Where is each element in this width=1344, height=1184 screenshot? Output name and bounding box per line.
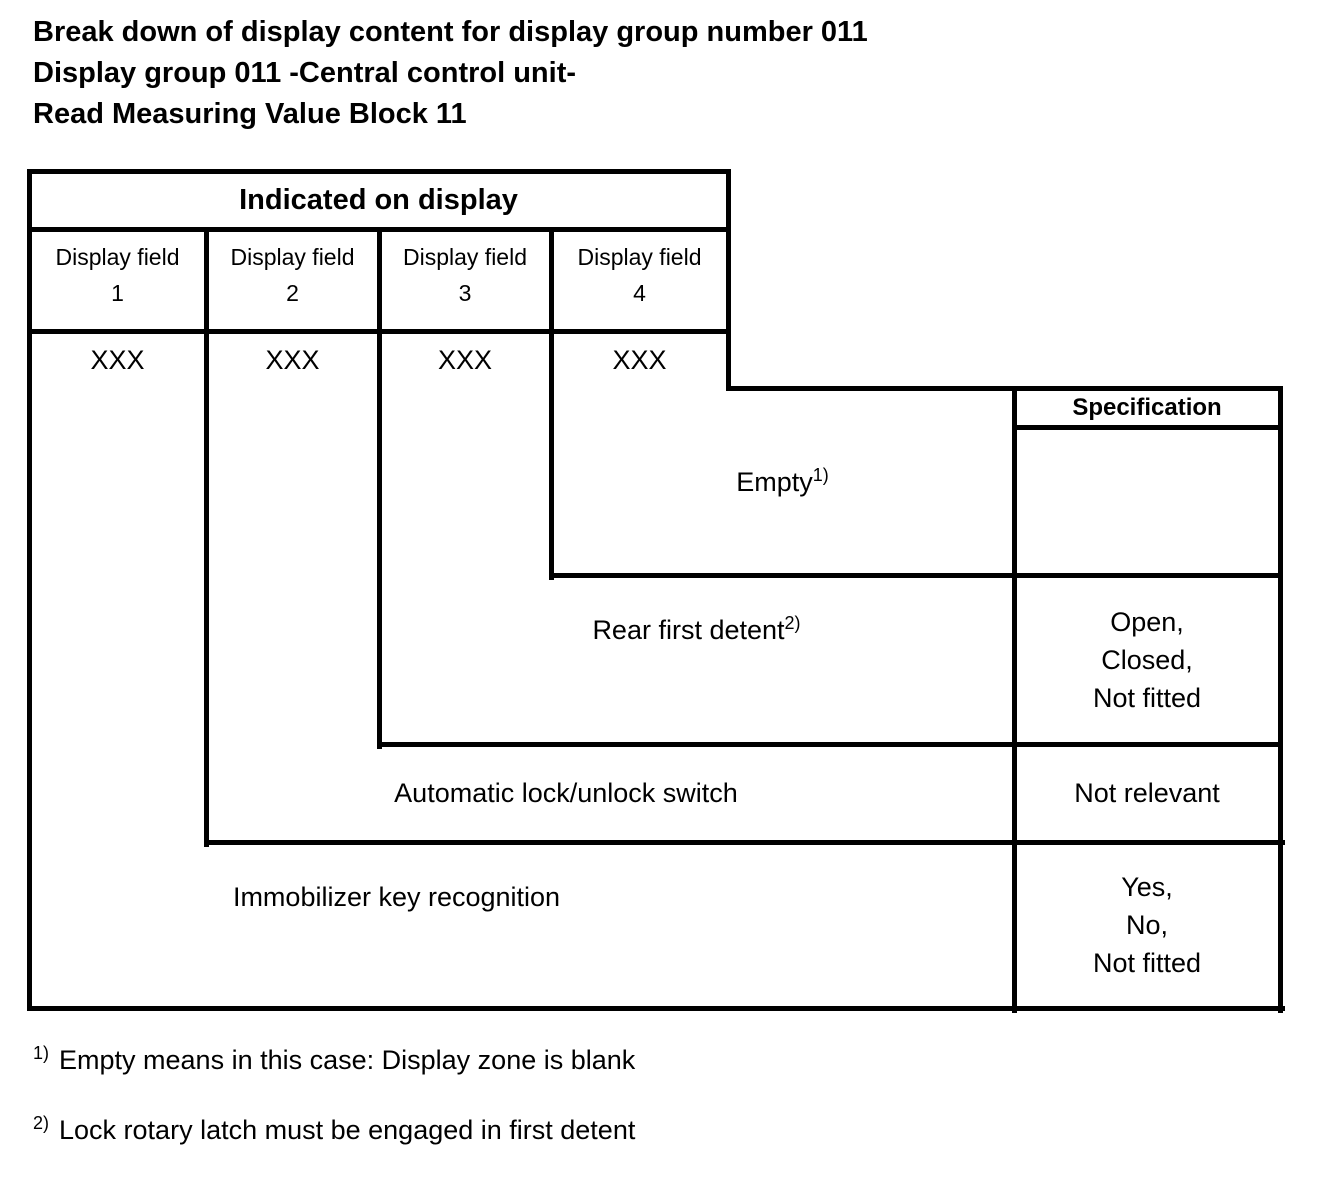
row-label-immobilizer-key: Immobilizer key recognition <box>232 882 561 912</box>
column-header-1-text: Display field 1 <box>55 244 180 306</box>
display-value-4: XXX <box>612 344 667 375</box>
grid-line-col1-col2 <box>204 227 209 847</box>
spec-value-rear-first-detent: Open, Closed, Not fitted <box>1014 575 1280 744</box>
grid-line-col2-col3 <box>377 227 382 749</box>
column-header-3: Display field 3 <box>379 234 551 331</box>
spec-value-automatic-lock-unlock: Not relevant <box>1074 778 1220 808</box>
grid-line-empty-bottom <box>549 573 1283 578</box>
indicated-on-display-header: Indicated on display <box>239 184 518 216</box>
title-line-3: Read Measuring Value Block 11 <box>33 98 467 130</box>
column-header-3-text: Display field 3 <box>403 244 527 306</box>
column-header-2-text: Display field 2 <box>230 244 355 306</box>
row-label-empty-text: Empty1) <box>736 464 829 497</box>
footnote-1-ref: 1) <box>33 1043 50 1063</box>
grid-line-left-outer <box>27 169 32 1011</box>
grid-line-col3-col4 <box>549 227 554 580</box>
title-line-2: Display group 011 -Central control unit- <box>33 57 577 89</box>
row-label-empty: Empty1) <box>551 388 1014 575</box>
row-label-automatic-lock-unlock: Automatic lock/unlock switch <box>394 778 738 808</box>
footnote-2-ref: 2) <box>33 1113 50 1133</box>
spec-value-immobilizer-key: Yes, No, Not fitted <box>1014 842 1280 1008</box>
grid-line-under-spec-header <box>1012 425 1283 430</box>
footnote-ref-1: 1) <box>812 464 829 485</box>
row-label-rear-text: Rear first detent2) <box>592 613 801 645</box>
grid-line-table-bottom <box>27 1006 1285 1011</box>
grid-line-under-header <box>27 227 731 232</box>
grid-line-spec-right <box>1278 386 1283 1013</box>
specification-header: Specification <box>1072 393 1222 421</box>
grid-line-rear-bottom <box>377 742 1283 747</box>
footnote-2-text: Lock rotary latch must be engaged in fir… <box>59 1115 636 1145</box>
grid-line-step-to-spec <box>726 386 1283 391</box>
footnote-2: 2) Lock rotary latch must be engaged in f… <box>33 1113 636 1146</box>
grid-line-spec-left <box>1012 386 1017 1013</box>
page-titles: Break down of display content for displa… <box>33 12 868 135</box>
grid-line-col4-right <box>726 169 731 391</box>
display-value-3: XXX <box>437 344 493 375</box>
title-line-1: Break down of display content for displa… <box>33 16 868 48</box>
display-value-2: XXX <box>265 344 320 375</box>
column-header-2: Display field 2 <box>206 234 379 331</box>
grid-line-auto-bottom <box>204 840 1285 845</box>
column-header-4: Display field 4 <box>551 234 728 331</box>
column-header-1: Display field 1 <box>29 234 206 331</box>
display-value-1: XXX <box>90 344 145 375</box>
grid-line-table-top <box>27 169 731 174</box>
spec-value-rear-lines: Open, Closed, Not fitted <box>1092 606 1202 713</box>
footnote-ref-2: 2) <box>784 613 801 633</box>
spec-value-immo-lines: Yes, No, Not fitted <box>1092 872 1202 978</box>
row-label-rear-first-detent: Rear first detent2) <box>379 575 1014 744</box>
footnote-1-text: Empty means in this case: Display zone i… <box>59 1045 636 1075</box>
footnote-1: 1) Empty means in this case: Display zone… <box>33 1043 636 1076</box>
grid-line-above-values <box>27 329 731 334</box>
column-header-4-text: Display field 4 <box>577 244 702 306</box>
